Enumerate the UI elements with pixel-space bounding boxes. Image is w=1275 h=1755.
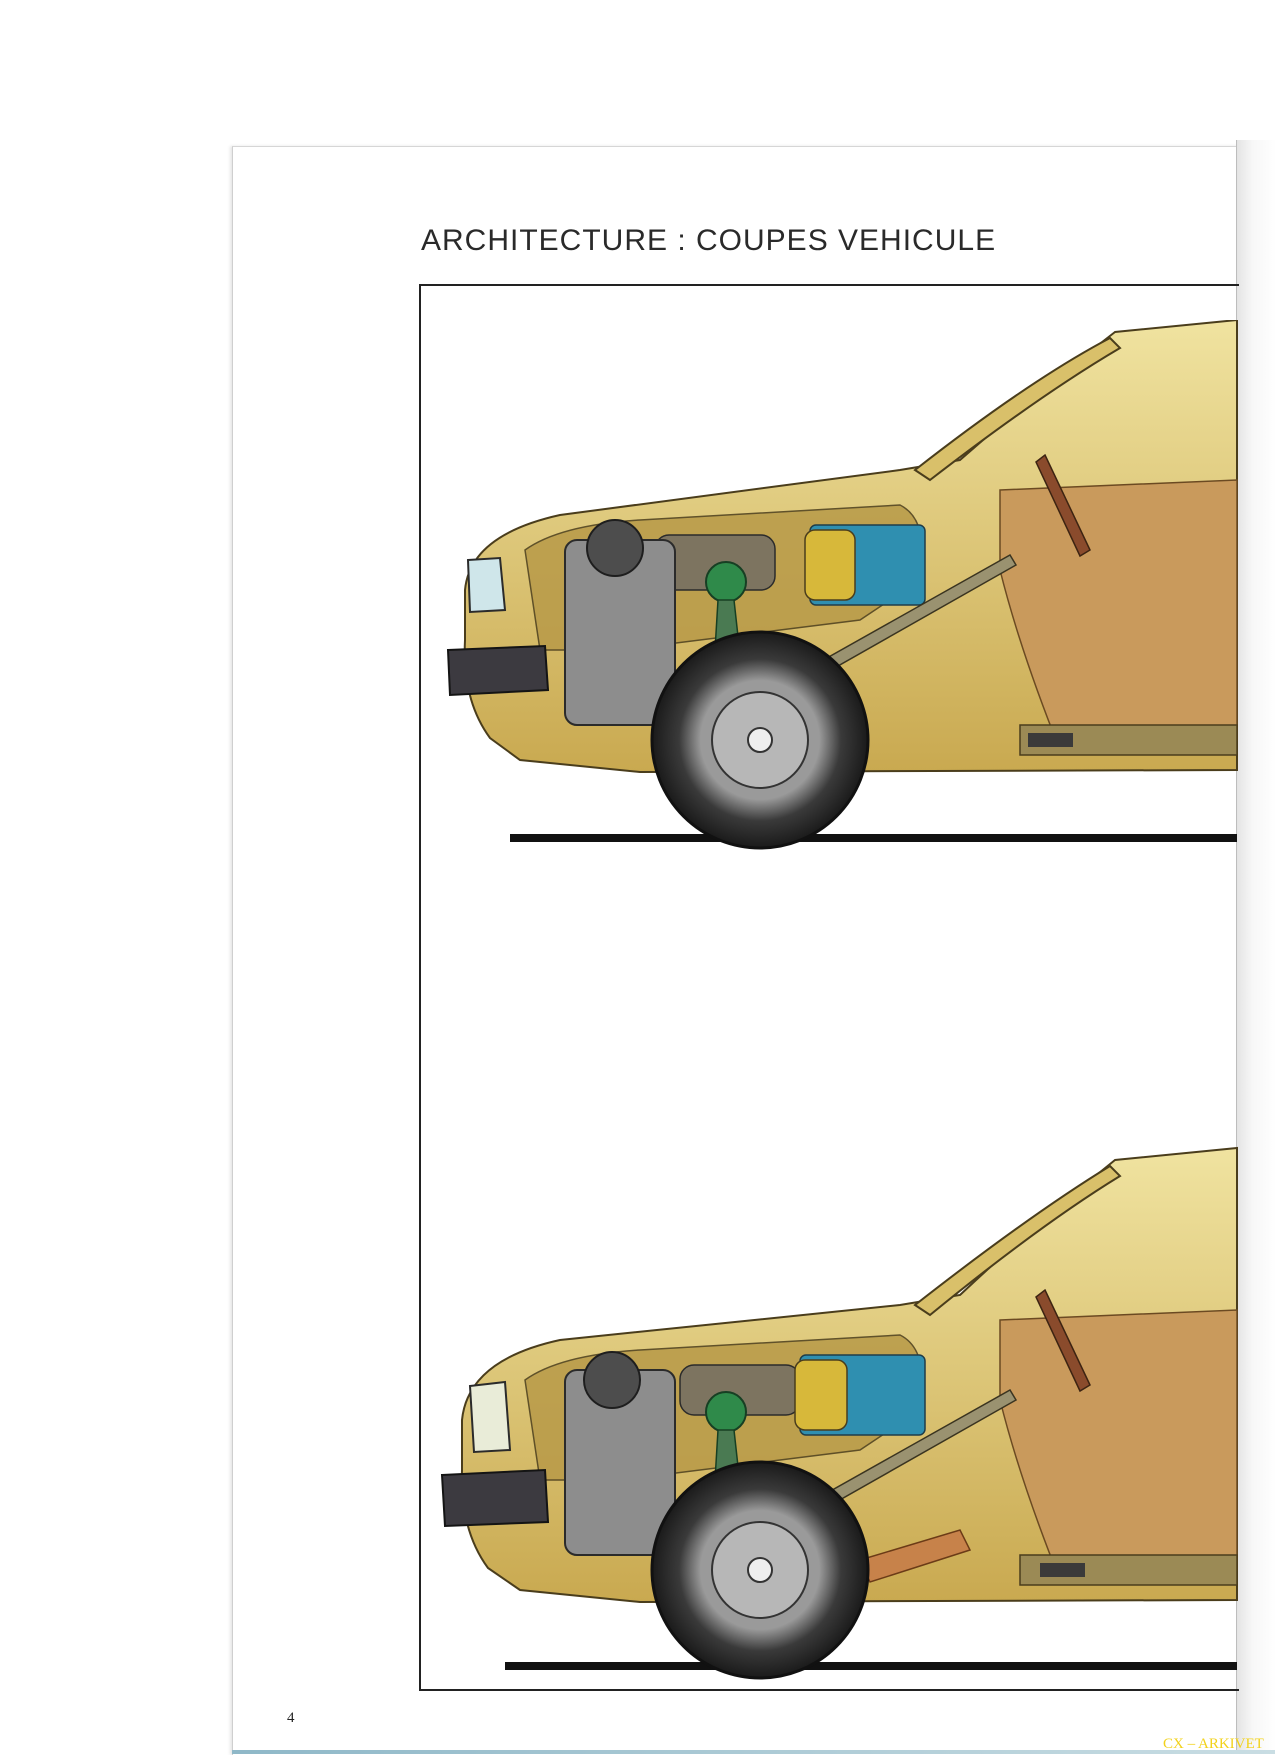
windscreen-pillar xyxy=(913,336,1122,482)
page-title: ARCHITECTURE : COUPES VEHICULE xyxy=(421,224,997,257)
headlamp xyxy=(466,556,507,614)
suspension-sphere xyxy=(705,1391,747,1433)
scan-bottom-strip xyxy=(232,1750,1275,1754)
page-number: 4 xyxy=(287,1710,295,1726)
air-filter xyxy=(586,519,644,577)
air-filter xyxy=(583,1351,641,1409)
fluid-reservoir xyxy=(804,529,856,601)
archive-watermark: CX – ARKIVET xyxy=(1163,1736,1264,1752)
suspension-sphere xyxy=(705,561,747,603)
headlamp xyxy=(468,1380,512,1454)
steering-wheel xyxy=(1035,1288,1091,1393)
wheel-center xyxy=(747,1557,773,1583)
car-cutaway-illustration-bottom xyxy=(440,1146,1238,1680)
sill-vent xyxy=(1040,1563,1085,1577)
door-sill xyxy=(1019,1554,1238,1586)
steering-wheel xyxy=(1035,453,1091,558)
front-bumper xyxy=(446,644,550,697)
ground-line xyxy=(510,834,1237,842)
car-cutaway-illustration-top xyxy=(446,320,1238,850)
sill-vent xyxy=(1028,733,1073,747)
windscreen-pillar xyxy=(913,1164,1122,1317)
fluid-reservoir xyxy=(794,1359,848,1431)
front-bumper xyxy=(440,1468,550,1528)
ground-line xyxy=(505,1662,1237,1670)
wheel-center xyxy=(747,727,773,753)
figure-frame xyxy=(419,284,1239,1691)
next-page-edge xyxy=(1236,140,1275,1754)
